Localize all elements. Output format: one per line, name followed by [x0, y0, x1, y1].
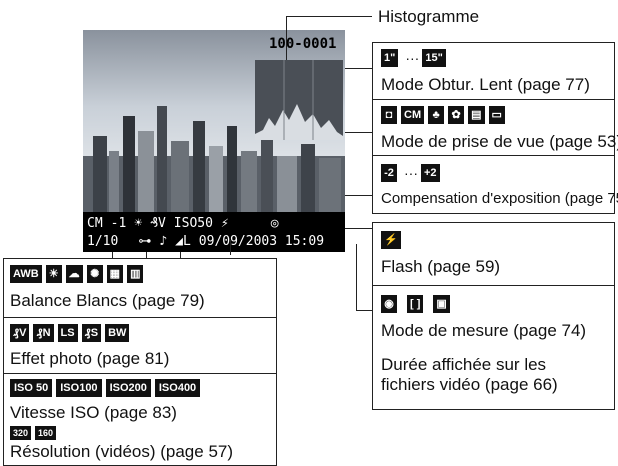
shutter-label: Mode Obtur. Lent (page 77): [381, 75, 590, 94]
iso-icon: ISO200: [106, 379, 151, 397]
flash-icon: ⚡: [381, 231, 401, 249]
exposure-icon: -2: [381, 164, 397, 182]
settings-box-right-bottom: ⚡ Flash (page 59) ◉ [ ] ▣ Mode de mesure (…: [372, 222, 615, 410]
wb-fluorescent-h-icon: ▥: [127, 265, 143, 283]
iso-icon: ISO400: [155, 379, 200, 397]
leader-line: [286, 16, 372, 17]
frame-number: 100-0001: [269, 36, 336, 52]
shooting-mode-section: ◘CM♣✿▤▭ Mode de prise de vue (page 53): [373, 99, 614, 156]
settings-box-right-top: 1"···15" Mode Obtur. Lent (page 77) ◘CM♣…: [372, 42, 615, 214]
effect-icon: ₰S: [82, 324, 101, 342]
leader-line: [345, 195, 373, 196]
range-dots: ···: [405, 50, 419, 66]
wb-daylight-icon: ☀: [46, 265, 62, 283]
settings-box-left: AWB☀☁✺▦▥ Balance Blancs (page 79) ₰V₰N LS…: [3, 258, 277, 466]
leader-line: [345, 68, 373, 69]
effect-icon: LS: [58, 324, 78, 342]
camera-lcd-screen: 100-0001 CM -1 ☀ ₰V ISO50 ⚡ ◎ 1/10 ⊶ ♪ ◢…: [83, 30, 345, 252]
histogram-display: [255, 60, 343, 140]
wb-fluorescent-icon: ▦: [107, 265, 123, 283]
osd-item: 1/10: [87, 234, 118, 249]
osd-row-2: 1/10 ⊶ ♪ ◢L 09/09/2003 15:09: [83, 230, 345, 252]
effect-icon: BW: [105, 324, 129, 342]
iso-icon: ISO100: [56, 379, 101, 397]
wb-cloudy-icon: ☁: [66, 265, 83, 283]
leader-line: [230, 240, 231, 255]
histogram-label: Histogramme: [378, 7, 479, 26]
camera-mode-icon: ◘: [381, 106, 397, 124]
osd-item: -1: [111, 216, 127, 231]
camera-mode-icon: ✿: [448, 106, 464, 124]
white-balance-label: Balance Blancs (page 79): [10, 291, 205, 310]
resolution-icon: 160: [35, 426, 56, 440]
camera-mode-icon: CM: [401, 106, 424, 124]
leader-line: [345, 228, 373, 229]
leader-line: [286, 16, 287, 60]
video-note-line-2: fichiers vidéo (page 66): [381, 375, 558, 394]
osd-item: ISO50: [174, 216, 213, 231]
range-dots: ···: [404, 165, 418, 181]
camera-mode-icon: ♣: [428, 106, 444, 124]
shutter-icon: 15": [422, 49, 445, 67]
wb-tungsten-icon: ✺: [87, 265, 103, 283]
exposure-label: Compensation d'exposition (page 75): [381, 189, 618, 208]
flash-label: Flash (page 59): [381, 257, 500, 276]
shooting-mode-label: Mode de prise de vue (page 53): [381, 132, 618, 151]
osd-item: ◢L: [175, 234, 191, 249]
resolution-icon: 320: [10, 426, 31, 440]
video-note-line-1: Durée affichée sur les: [381, 355, 546, 374]
osd-item: ☀: [134, 216, 142, 231]
resolution-label: Résolution (vidéos) (page 57): [10, 442, 233, 461]
osd-item: ◎: [271, 216, 279, 231]
metering-label: Mode de mesure (page 74): [381, 321, 586, 340]
osd-item: CM: [87, 216, 103, 231]
photo-effect-label: Effet photo (page 81): [10, 349, 169, 368]
metering-icon: ◉: [381, 295, 397, 313]
metering-icon: [ ]: [407, 295, 423, 313]
osd-item: ₰V: [150, 216, 166, 231]
exposure-icon: +2: [421, 164, 440, 182]
iso-label: Vitesse ISO (page 83): [10, 403, 177, 422]
iso-icon: ISO 50: [10, 379, 52, 397]
camera-mode-icon: ▭: [489, 106, 505, 124]
osd-item: ⊶: [138, 234, 151, 249]
osd-item: ♪: [159, 234, 167, 249]
leader-line: [356, 244, 357, 310]
osd-item: 09/09/2003 15:09: [199, 234, 324, 249]
effect-icon: ₰V: [10, 324, 29, 342]
leader-line: [345, 132, 373, 133]
effect-icon: ₰N: [33, 324, 53, 342]
white-balance-section: AWB☀☁✺▦▥ Balance Blancs (page 79): [4, 259, 276, 317]
wb-auto-icon: AWB: [10, 265, 42, 283]
osd-item: ⚡: [221, 216, 229, 231]
shutter-icon: 1": [381, 49, 398, 67]
exposure-section: -2···+2 Compensation d'exposition (page …: [373, 155, 614, 214]
camera-mode-icon: ▤: [468, 106, 484, 124]
shutter-section: 1" ···15" Mode Obtur. Lent (page 77): [373, 43, 614, 99]
metering-icon: ▣: [433, 295, 449, 313]
